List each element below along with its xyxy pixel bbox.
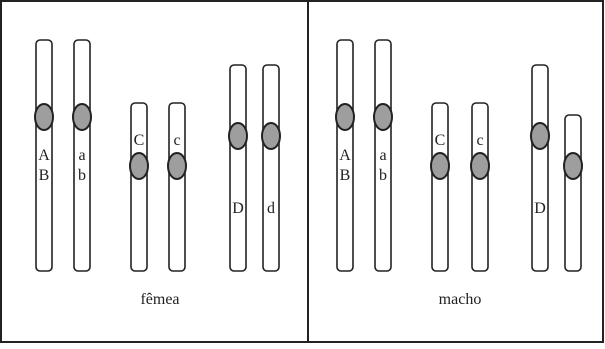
chromosome: C — [129, 102, 149, 272]
chromosome: d — [261, 64, 281, 272]
centromere — [335, 103, 355, 131]
centromere — [34, 103, 54, 131]
gene-label: C — [134, 132, 145, 149]
chromosome — [563, 114, 583, 272]
gene-label: b — [78, 167, 86, 184]
gene-label: c — [173, 132, 180, 149]
chromosome-arm — [130, 102, 148, 272]
chromosome-arm — [564, 114, 582, 272]
chromosome-arm — [374, 39, 392, 272]
gene-label: D — [232, 200, 244, 217]
chromosome: AB — [335, 39, 355, 272]
chromosome: D — [530, 64, 550, 272]
centromere — [373, 103, 393, 131]
centromere — [228, 122, 248, 150]
gene-label: b — [379, 167, 387, 184]
gene-label: d — [267, 200, 275, 217]
chromosome-arm — [336, 39, 354, 272]
gene-label: C — [435, 132, 446, 149]
gene-label: B — [340, 167, 351, 184]
chromosome: c — [167, 102, 187, 272]
chromosome: D — [228, 64, 248, 272]
centromere — [72, 103, 92, 131]
gene-label: c — [476, 132, 483, 149]
centromere — [563, 152, 583, 180]
centromere — [261, 122, 281, 150]
chromosome-arm — [431, 102, 449, 272]
chromosome: AB — [34, 39, 54, 272]
chromosome-arm — [35, 39, 53, 272]
panel-caption: macho — [439, 291, 482, 308]
gene-label: A — [38, 147, 50, 164]
gene-label: D — [534, 200, 546, 217]
gene-label: a — [78, 147, 85, 164]
centromere — [470, 152, 490, 180]
centromere — [129, 152, 149, 180]
gene-label: a — [379, 147, 386, 164]
chromosome-arm — [262, 64, 280, 272]
panel-caption: fêmea — [140, 291, 179, 308]
chromosome-arm — [73, 39, 91, 272]
centromere — [167, 152, 187, 180]
chromosome-arm — [229, 64, 247, 272]
centromere — [430, 152, 450, 180]
chromosome: ab — [373, 39, 393, 272]
chromosome-arm — [471, 102, 489, 272]
chromosome-arm — [168, 102, 186, 272]
chromosome: ab — [72, 39, 92, 272]
chromosome-arm — [531, 64, 549, 272]
gene-label: A — [339, 147, 351, 164]
centromere — [530, 122, 550, 150]
chromosome: C — [430, 102, 450, 272]
chromosome: c — [470, 102, 490, 272]
gene-label: B — [39, 167, 50, 184]
